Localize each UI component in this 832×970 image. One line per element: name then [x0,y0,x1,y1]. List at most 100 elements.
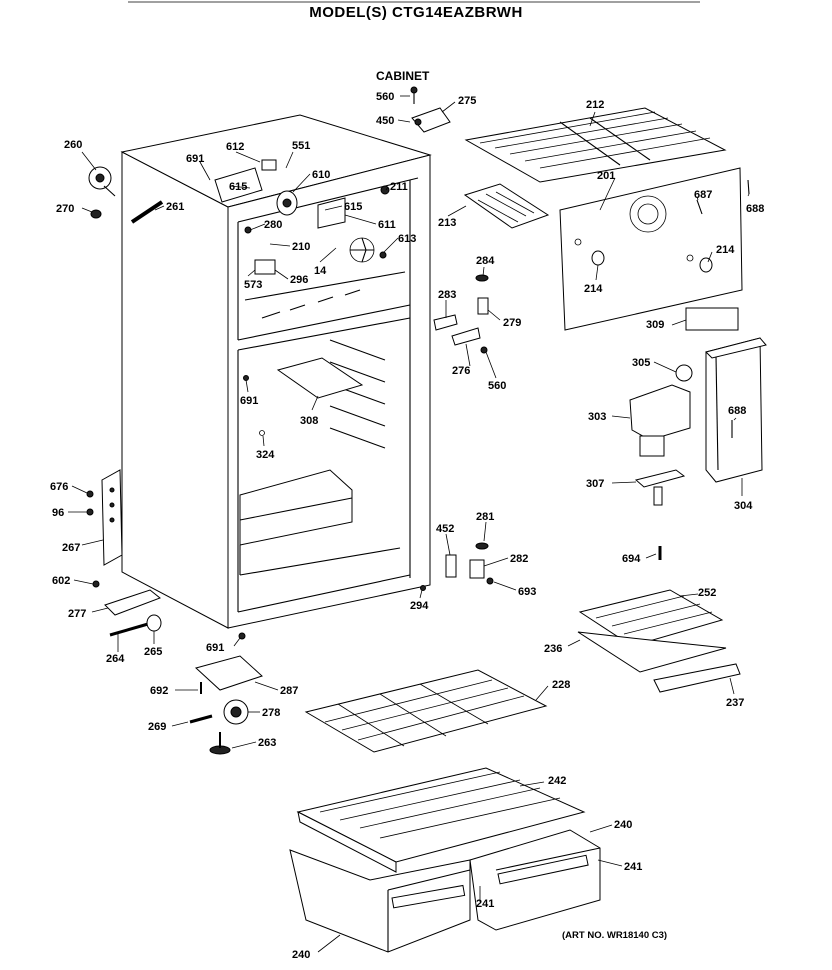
callout: 691 [186,153,204,165]
callout: 694 [622,553,641,565]
part-240-drawer-left [289,849,471,953]
part-294 [420,585,426,591]
callout: 304 [734,500,753,512]
callout: 303 [588,411,606,423]
part-691c [238,632,246,640]
callout: 688 [746,203,764,215]
part-676 [86,490,94,498]
callout: 305 [632,357,650,369]
callout: 236 [544,643,562,655]
callout: 691 [206,642,224,654]
callout: 615 [344,201,362,213]
callout: 241 [624,861,642,873]
callout: 261 [166,201,184,213]
callout: 267 [62,542,80,554]
callout: 213 [438,217,456,229]
part-305-knob [675,364,693,382]
callout: 278 [262,707,280,719]
callout: 692 [150,685,168,697]
callout: 14 [314,265,327,277]
part-212-freezer-shelf [464,107,727,183]
callout: 263 [258,737,276,749]
callout: 275 [458,95,476,107]
part-287 [194,655,263,691]
callout: 551 [292,140,310,152]
part-237-rail [653,663,741,693]
callout: 211 [390,181,408,193]
callout: 201 [597,170,615,182]
callout: 560 [376,91,394,103]
callout: 308 [300,415,318,427]
part-228-shelf [304,669,548,753]
callout: 687 [694,189,712,201]
part-304-housing [705,337,767,483]
callout: 260 [64,139,82,151]
callout: 242 [548,775,566,787]
part-281 [475,542,489,550]
callout: 276 [452,365,470,377]
callout: 96 [52,507,64,519]
callout: 287 [280,685,298,697]
leader-lines [68,95,750,953]
callout: 676 [50,481,68,493]
art-number: (ART NO. WR18140 C3) [562,930,667,941]
part-260-damper [88,166,116,219]
part-275-bracket [410,86,451,133]
cabinet-body [101,114,432,629]
callout: 283 [438,289,456,301]
callout: 281 [476,511,494,523]
callout: 691 [240,395,258,407]
callout: 279 [503,317,521,329]
callout: 277 [68,608,86,620]
callout: 324 [256,449,275,461]
part-252-pan-cover [578,589,724,647]
part-452 [445,554,457,578]
part-96 [86,508,94,516]
callout: 252 [698,587,716,599]
part-303 [629,384,691,441]
part-283-276-hinge [433,274,489,354]
callout: 560 [488,380,506,392]
callout: 210 [292,241,310,253]
callout: 602 [52,575,70,587]
part-201-cover [559,167,750,331]
part-264 [109,622,149,637]
callout: 613 [398,233,416,245]
callout: 296 [290,274,308,286]
callout: 309 [646,319,664,331]
callout: 237 [726,697,744,709]
callout: 265 [144,646,162,658]
model-title: MODEL(S) CTG14EAZBRWH [309,4,523,21]
part-693 [486,577,494,585]
callout: 228 [552,679,570,691]
callout: 573 [244,279,262,291]
part-282 [469,559,485,579]
part-236-pan [577,631,727,673]
callout: 214 [584,283,603,295]
callout-labels: 560 275 450 212 260 612 551 691 610 615 … [50,91,764,961]
callout: 452 [436,523,454,535]
part-269 [189,714,213,724]
callout: 615 [229,181,247,193]
part-307 [634,469,686,488]
callout: 214 [716,244,735,256]
callout: 240 [614,819,632,831]
callout: 612 [226,141,244,153]
part-242-crisper-cover [296,767,586,873]
part-240-drawer-right [469,829,601,931]
callout: 294 [410,600,429,612]
callout: 610 [312,169,330,181]
section-label: CABINET [376,69,430,83]
part-278-hub [230,706,242,718]
callout: 240 [292,949,310,961]
part-303-base [639,435,665,457]
callout: 611 [378,219,396,231]
callout: 282 [510,553,528,565]
part-265 [146,614,162,632]
callout: 688 [728,405,746,417]
callout: 241 [476,898,494,910]
part-307-post [653,486,663,506]
callout: 450 [376,115,394,127]
